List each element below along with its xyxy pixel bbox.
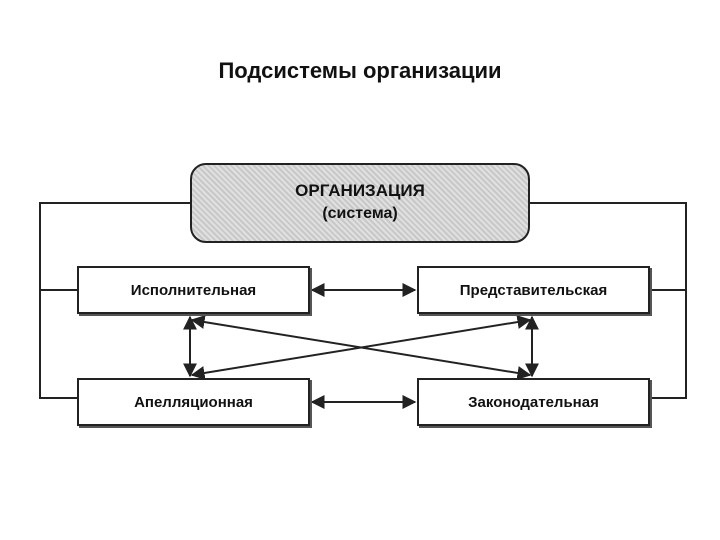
organization-box: ОРГАНИЗАЦИЯ (система) bbox=[190, 163, 530, 243]
arrow-rep-app bbox=[190, 315, 532, 380]
diagram-title: Подсистемы организации bbox=[218, 58, 502, 83]
right-frame-line bbox=[530, 202, 687, 399]
executive-box: Исполнительная bbox=[77, 266, 310, 314]
organization-name: ОРГАНИЗАЦИЯ bbox=[295, 181, 425, 200]
legislative-box: Законодательная bbox=[417, 378, 650, 426]
appellate-box: Апелляционная bbox=[77, 378, 310, 426]
organization-subtitle: (система) bbox=[322, 205, 398, 222]
representative-box: Представительская bbox=[417, 266, 650, 314]
left-frame-line bbox=[39, 202, 190, 399]
